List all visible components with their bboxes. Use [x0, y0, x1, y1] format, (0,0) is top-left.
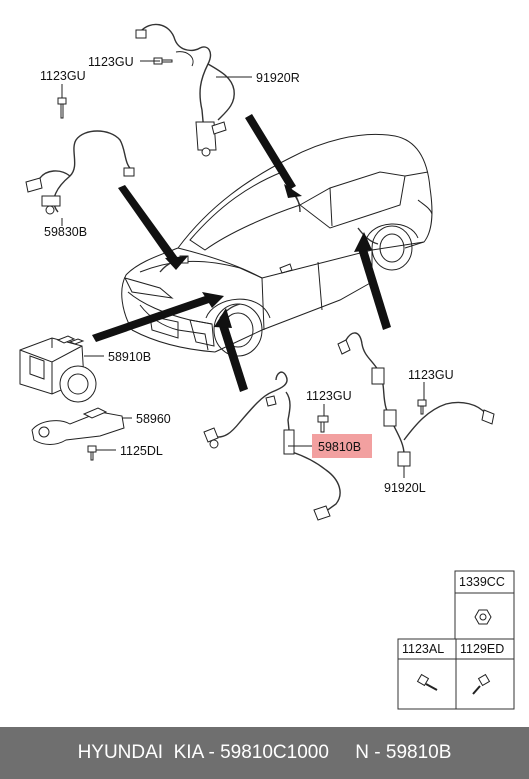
sensor-rear-right-drawing	[135, 23, 235, 157]
footer-bar: HYUNDAI KIA - 59810C1000 N - 59810B	[0, 727, 529, 779]
bolt-right-drawing	[417, 399, 427, 415]
label-bolt-right: 1123GU	[408, 368, 454, 382]
bracket-drawing	[31, 407, 125, 445]
label-bolt-top-left: 1123GU	[40, 69, 86, 83]
label-bolt-bracket: 1125DL	[120, 444, 163, 458]
label-sensor-rear-left: 91920L	[384, 481, 426, 495]
label-bracket: 58960	[136, 412, 171, 426]
legend-label-nut: 1339CC	[459, 575, 505, 589]
highlight-box	[312, 434, 372, 458]
sensor-rear-left-drawing	[337, 332, 495, 467]
bolt-top-left-drawing	[57, 97, 67, 119]
legend-label-bolt-a: 1123AL	[402, 642, 444, 656]
sensor-front-right-drawing	[203, 371, 341, 521]
label-bolt-top: 1123GU	[88, 55, 134, 69]
label-sensor-front-left: 59830B	[44, 225, 87, 239]
label-sensor-rear-right: 91920R	[256, 71, 300, 85]
abs-unit-drawing	[19, 335, 97, 403]
label-bolt-mid: 1123GU	[306, 389, 352, 403]
label-sensor-highlight: 59810B	[318, 440, 361, 454]
footer-text: HYUNDAI KIA - 59810C1000 N - 59810B	[77, 742, 452, 763]
parts-diagram: 1123GU 1123GU 91920R 59830B 58910B 58960…	[19, 23, 515, 710]
nut-icon	[474, 609, 492, 625]
label-abs-unit: 58910B	[108, 350, 151, 364]
legend-table	[397, 570, 515, 710]
bolt-a-icon	[416, 673, 438, 691]
legend-label-bolt-b: 1129ED	[460, 642, 504, 656]
bolt-bracket-drawing	[87, 445, 97, 461]
bolt-b-icon	[472, 673, 491, 695]
pointer-arrows	[92, 114, 391, 392]
sensor-front-left-drawing	[25, 130, 135, 215]
bolt-mid-drawing	[317, 415, 329, 433]
